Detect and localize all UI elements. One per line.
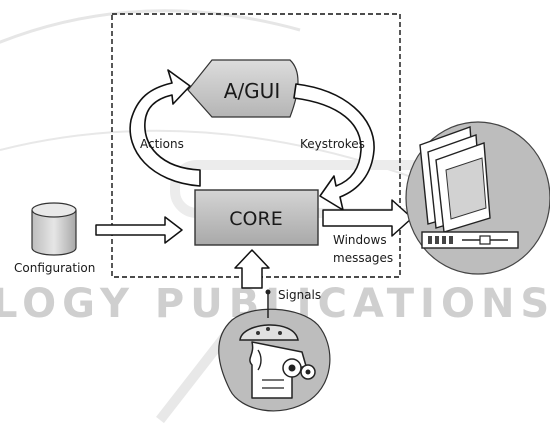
agui-label: A/GUI <box>224 79 280 103</box>
robot-icon <box>218 289 331 412</box>
actions-arrow <box>129 69 201 187</box>
actions-label: Actions <box>140 137 184 151</box>
signals-arrow <box>234 249 270 289</box>
core-to-windows-arrow <box>322 199 413 237</box>
configuration-to-core-arrow <box>95 216 183 244</box>
agui-node: A/GUI <box>187 59 299 118</box>
core-label: CORE <box>229 208 282 230</box>
windows-messages-label-line2: messages <box>333 251 393 265</box>
windows-messages-label-line1: Windows <box>333 233 387 247</box>
keystrokes-arrow <box>293 83 375 211</box>
configuration-label: Configuration <box>14 261 95 275</box>
keystrokes-label: Keystrokes <box>300 137 365 151</box>
signals-label: Signals <box>278 288 321 302</box>
configuration-database-icon <box>31 202 77 256</box>
core-node: CORE <box>194 189 319 246</box>
system-boundary <box>111 13 401 278</box>
computer-icon <box>405 121 550 275</box>
